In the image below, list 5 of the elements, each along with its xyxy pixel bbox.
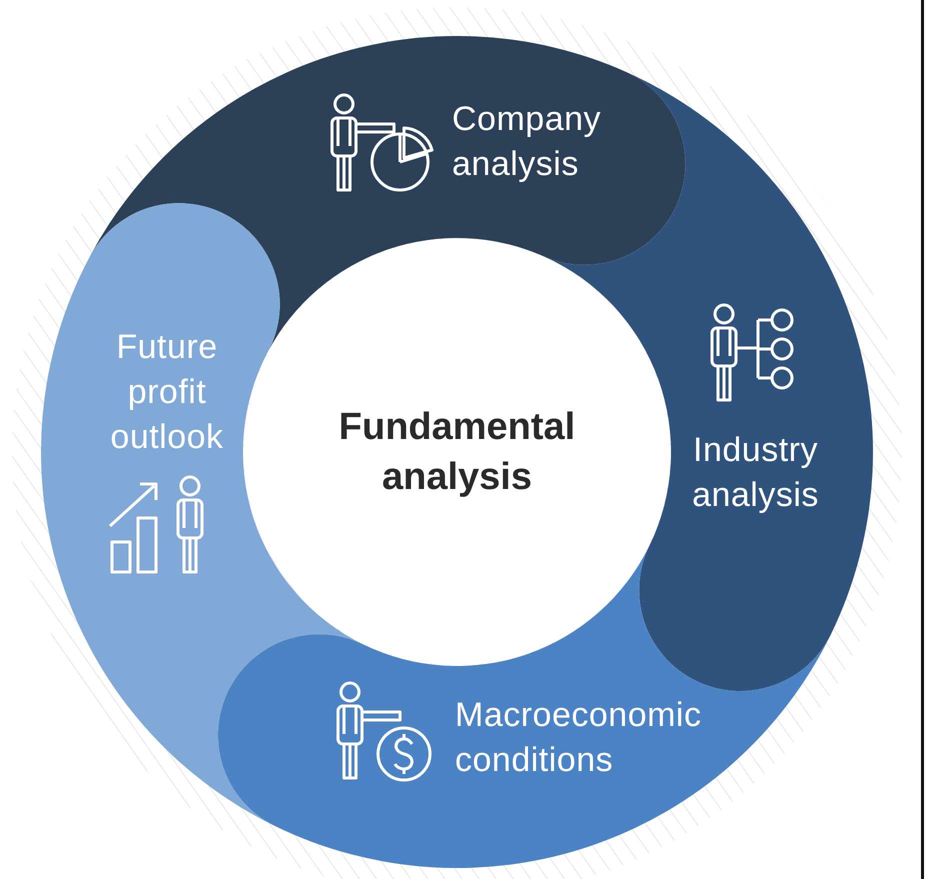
- segment-label: Company analysis: [452, 99, 602, 185]
- segment-label: Future profit outlook: [109, 327, 225, 458]
- segment-label: Macroeconomic conditions: [455, 695, 702, 781]
- segment-label: Industry analysis: [691, 430, 820, 516]
- center-title: Fundamental analysis: [338, 405, 576, 500]
